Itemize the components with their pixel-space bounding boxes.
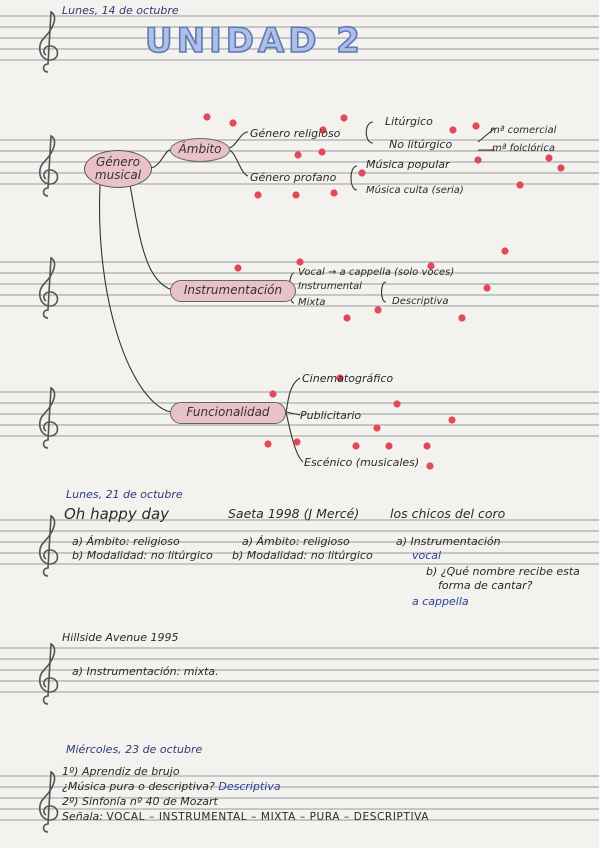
- genero-profano: Género profano: [250, 171, 337, 184]
- c3-instrumentacion: a) Instrumentación: [396, 535, 501, 548]
- red-dot: [472, 122, 480, 130]
- answer-descriptiva: Descriptiva: [218, 780, 281, 793]
- song-oh-happy-day: Oh happy day: [64, 505, 170, 523]
- red-dot: [501, 247, 509, 255]
- hillside-avenue-title: Hillside Avenue 1995: [62, 631, 179, 644]
- question-pura-descriptiva: ¿Música pura o descriptiva?: [62, 780, 215, 793]
- item-senala: Señala: VOCAL – INSTRUMENTAL – MIXTA – P…: [62, 811, 429, 823]
- song-saeta: Saeta 1998 (J Mercé): [228, 506, 360, 521]
- c2-modalidad: b) Modalidad: no litúrgico: [232, 549, 373, 562]
- musica-comercial: mª comercial: [490, 125, 557, 136]
- red-dot: [423, 442, 431, 450]
- c3-answer-a-cappella: a cappella: [412, 595, 469, 608]
- escenico: Escénico (musicales): [304, 456, 420, 469]
- red-dot: [458, 314, 466, 322]
- red-dot: [336, 374, 344, 382]
- no-liturgico: No litúrgico: [389, 138, 453, 151]
- date-21-octubre: Lunes, 21 de octubre: [66, 488, 183, 501]
- senala-options: VOCAL – INSTRUMENTAL – MIXTA – PURA – DE…: [106, 811, 430, 823]
- treble-clef-icon: [38, 386, 59, 449]
- hillside-instrumentacion: a) Instrumentación: mixta.: [72, 665, 219, 678]
- treble-clef-icon: [38, 256, 59, 319]
- song-chicos-del-coro: los chicos del coro: [390, 506, 506, 521]
- c1-modalidad: b) Modalidad: no litúrgico: [72, 549, 213, 562]
- red-dot: [516, 181, 524, 189]
- senala-prefix: Señala:: [62, 810, 103, 823]
- date-23-octubre: Miércoles, 23 de octubre: [66, 743, 203, 756]
- red-dot: [358, 169, 366, 177]
- red-dot: [318, 148, 326, 156]
- musica-culta: Música culta (seria): [366, 185, 464, 196]
- item-pura-o-descriptiva: ¿Música pura o descriptiva? Descriptiva: [62, 781, 281, 792]
- decorative-red-dots: [203, 113, 565, 470]
- red-dot: [385, 442, 393, 450]
- ambito-label: Ámbito: [178, 142, 222, 157]
- c1-ambito: a) Ámbito: religioso: [72, 535, 180, 548]
- red-dot: [374, 306, 382, 314]
- c3-answer-vocal: vocal: [412, 549, 442, 562]
- cinematografico: Cinematográfico: [302, 372, 394, 385]
- red-dot: [340, 114, 348, 122]
- instrumentacion-node: Instrumentación: [170, 280, 296, 302]
- red-dot: [448, 416, 456, 424]
- red-dot: [269, 390, 277, 398]
- red-dot: [319, 126, 327, 134]
- page-title: UNIDAD 2: [144, 21, 364, 61]
- descriptiva: Descriptiva: [392, 296, 449, 307]
- item-sinfonia-40: 2º) Sinfonía nº 40 de Mozart: [62, 795, 218, 808]
- red-dot: [264, 440, 272, 448]
- vocal-a-cappella: Vocal → a cappella (solo voces): [298, 267, 455, 278]
- instrumental: Instrumental: [298, 281, 362, 292]
- red-dot: [296, 258, 304, 266]
- item-aprendiz-de-brujo: 1º) Aprendiz de brujo: [62, 765, 180, 778]
- red-dot: [330, 189, 338, 197]
- genero-religioso: Género religioso: [250, 127, 341, 140]
- treble-clefs: [38, 10, 59, 833]
- red-dot: [234, 264, 242, 272]
- red-dot: [352, 442, 360, 450]
- red-dot: [294, 151, 302, 159]
- instrumentacion-label: Instrumentación: [183, 283, 283, 298]
- musica-popular: Música popular: [366, 158, 450, 171]
- red-dot: [229, 119, 237, 127]
- c3-question-line2: forma de cantar?: [438, 579, 533, 592]
- treble-clef-icon: [38, 642, 59, 705]
- staff-lines: [0, 15, 599, 821]
- mixta: Mixta: [298, 297, 326, 308]
- root-node: Género musical: [84, 150, 152, 188]
- date-header: Lunes, 14 de octubre: [62, 4, 179, 17]
- publicitario: Publicitario: [300, 409, 362, 422]
- c2-ambito: a) Ámbito: religioso: [242, 535, 350, 548]
- funcionalidad-label: Funcionalidad: [186, 405, 270, 420]
- funcionalidad-node: Funcionalidad: [170, 402, 286, 424]
- liturgico: Litúrgico: [385, 115, 433, 128]
- red-dot: [393, 400, 401, 408]
- treble-clef-icon: [38, 134, 59, 197]
- treble-clef-icon: [38, 10, 59, 73]
- red-dot: [343, 314, 351, 322]
- red-dot: [545, 154, 553, 162]
- red-dot: [427, 262, 435, 270]
- treble-clef-icon: [38, 770, 59, 833]
- root-node-label: Género musical: [94, 154, 142, 182]
- red-dot: [557, 164, 565, 172]
- red-dot: [426, 462, 434, 470]
- red-dot: [203, 113, 211, 121]
- red-dot: [292, 191, 300, 199]
- red-dot: [483, 284, 491, 292]
- red-dot: [474, 156, 482, 164]
- red-dot: [449, 126, 457, 134]
- musica-folclorica: mª folclórica: [492, 143, 555, 154]
- red-dot: [254, 191, 262, 199]
- red-dot: [373, 424, 381, 432]
- treble-clef-icon: [38, 514, 59, 577]
- red-dot: [293, 438, 301, 446]
- c3-question-line1: b) ¿Qué nombre recibe esta: [426, 565, 580, 578]
- ambito-node: Ámbito: [170, 138, 230, 162]
